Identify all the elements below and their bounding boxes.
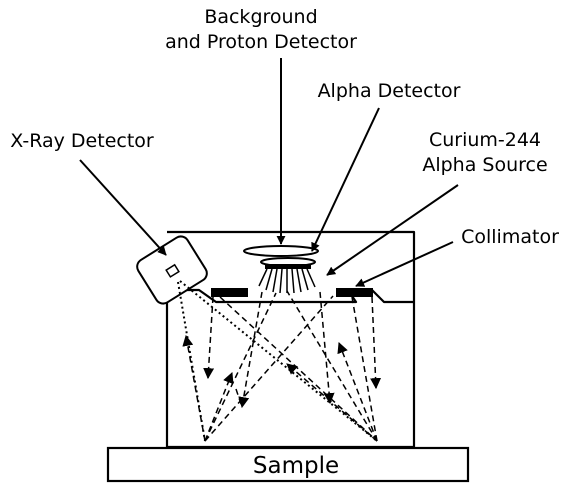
leader-xray-detector — [79, 159, 167, 256]
collimator-right — [336, 288, 373, 297]
collimator-label: Collimator — [461, 226, 559, 248]
sample-label: Sample — [253, 453, 339, 479]
collimator-left — [211, 288, 248, 297]
background-detector-label-line1: Background — [204, 6, 317, 28]
leader-arrows — [79, 58, 459, 287]
curium-source-label-line1: Curium-244 — [429, 129, 541, 151]
xray-paths — [177, 280, 378, 442]
labels: Background and Proton Detector Alpha Det… — [10, 6, 559, 248]
sample: Sample — [106, 446, 470, 483]
background-detector-label-line2: and Proton Detector — [165, 31, 357, 53]
collimators — [211, 288, 373, 297]
alpha-source-rays — [258, 268, 316, 294]
background-proton-detector — [243, 245, 319, 257]
leader-curium-source — [326, 184, 459, 276]
xray-detector-label: X-Ray Detector — [10, 130, 154, 152]
leader-alpha-detector — [311, 107, 380, 252]
alpha-detector — [260, 257, 316, 269]
curium-source-label-line2: Alpha Source — [422, 154, 547, 176]
leader-collimator — [355, 241, 454, 287]
alpha-detector-label: Alpha Detector — [318, 80, 461, 102]
xray-detector — [136, 235, 208, 305]
particle-paths — [182, 290, 382, 442]
